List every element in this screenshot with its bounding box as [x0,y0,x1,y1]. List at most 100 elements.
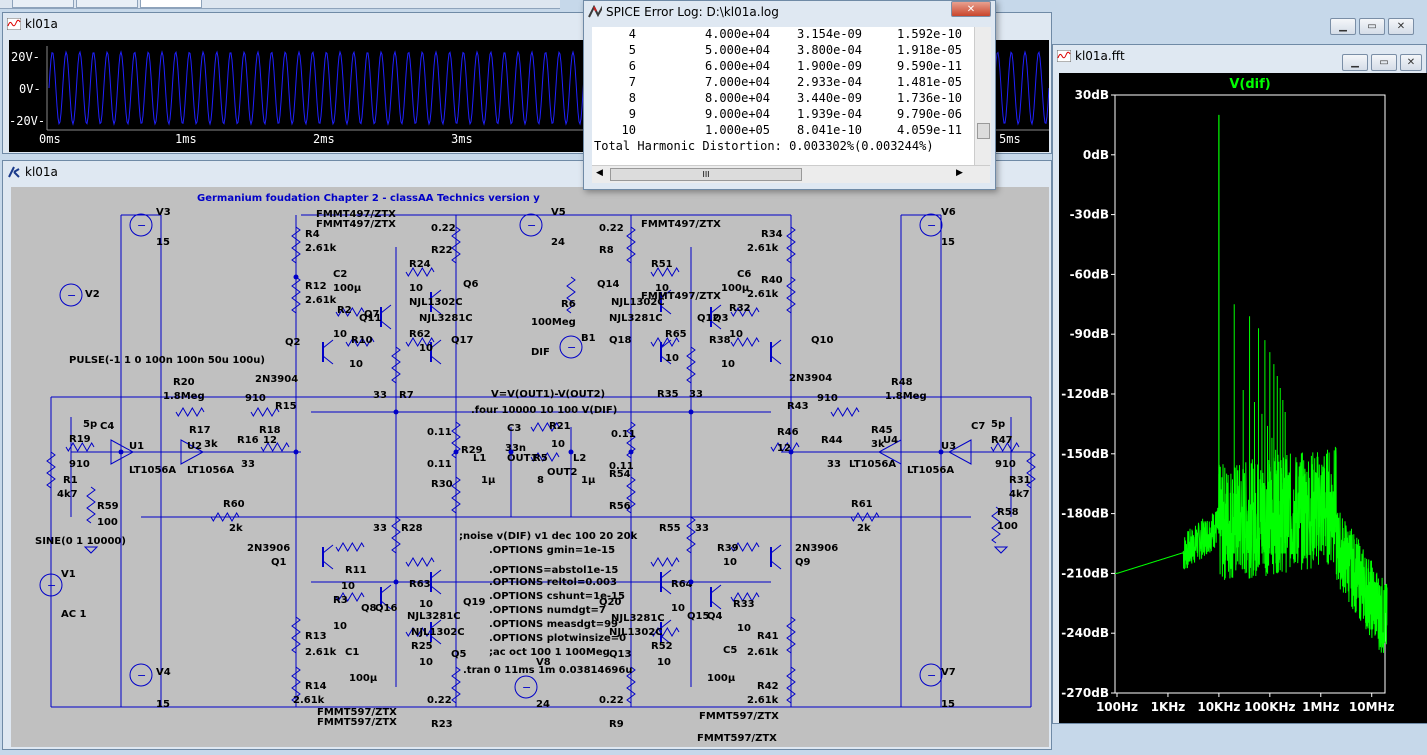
vertical-scrollbar[interactable] [974,27,991,165]
harmonic-number: 10 [621,123,636,137]
resistor-symbol [291,226,301,264]
label-r22: R22 [431,245,453,256]
label-r2v: 10 [333,329,347,340]
schematic-canvas[interactable]: Germanium foudation Chapter 2 - classAA … [11,187,1049,747]
resistor-symbol [650,267,680,277]
junction-dot [393,409,399,415]
label-v3: V3 [156,207,171,218]
close-button[interactable]: ✕ [951,1,991,17]
minimize-button[interactable]: ▁ [1342,54,1368,71]
label-q16: Q16 [375,603,397,614]
label-q13: Q13 [609,649,631,660]
harmonic-number: 4 [628,27,636,41]
tab-3[interactable]: kl01a [140,0,202,8]
label-r31v: 4k7 [1009,489,1030,500]
junction-dot [118,449,124,455]
fft-y-tick-label: -150dB [1061,447,1109,461]
label-r38: R38 [709,335,731,346]
label-r55v: 33 [695,523,709,534]
scroll-thumb[interactable] [977,123,990,139]
horizontal-scrollbar[interactable]: ◀ III ▶ [592,165,990,183]
label-r56: R56 [609,501,631,512]
label-q6: Q6 [463,279,479,290]
transistor-lead [322,544,334,554]
label-r59: R59 [97,501,119,512]
resistor-symbol [730,592,760,602]
schematic-titlebar[interactable]: kl01a [3,161,1051,183]
resistor-symbol [451,476,461,514]
label-r35: R35 [657,389,679,400]
fft-y-tick-label: -240dB [1061,626,1109,640]
fft-titlebar[interactable]: kl01a.fft [1053,45,1426,67]
transistor-lead [430,355,442,365]
source-sign: − [137,669,146,682]
resistor-symbol [626,226,636,264]
waveform-titlebar[interactable]: kl01a [3,13,1051,35]
label-v1: V1 [61,569,76,580]
label-r44: R44 [821,435,843,446]
label-out2: OUT2 [547,467,577,478]
transistor-lead [322,339,334,349]
resistor-symbol [291,666,301,704]
y-tick-neg20v: -20V- [9,114,46,128]
label-r58v: 100 [997,521,1018,532]
label-v4v: 15 [156,699,170,710]
label-r17v: 3k [204,439,218,450]
label-r52: R52 [651,641,673,652]
harmonic-number: 7 [628,75,636,89]
tab-1[interactable]: kl01a [12,0,74,8]
resistor-symbol [291,616,301,654]
label-r65v: 10 [665,353,679,364]
label-r40: R40 [761,275,783,286]
normalized-component: 4.059e-11 [896,123,962,137]
label-noise: ;noise v(DIF) v1 dec 100 20 20k [459,531,638,542]
scroll-right-arrow[interactable]: ▶ [956,168,963,178]
label-r55: R55 [659,523,681,534]
label-r15: R15 [275,401,297,412]
fourier-component: 2.933e-04 [796,75,862,89]
label-r22v: 0.22 [431,223,456,234]
source-sign: − [927,669,936,682]
frequency-value: 4.000e+04 [704,27,770,41]
label-r45v: 3k [871,439,885,450]
tab-2[interactable]: kl01a [76,0,138,8]
label-c2: C2 [333,269,347,280]
label-r47: R47 [991,435,1013,446]
label-r60: R60 [223,499,245,510]
error-log-window[interactable]: SPICE Error Log: D:\kl01a.log ✕ 4 4.000e+… [583,0,996,190]
frequency-value: 8.000e+04 [704,91,770,105]
junction-dot [628,449,634,455]
fft-app-icon [1057,49,1071,63]
scroll-left-arrow[interactable]: ◀ [596,168,603,178]
opamp-symbol [110,439,135,465]
label-r3v: 10 [333,621,347,632]
error-log-titlebar[interactable]: SPICE Error Log: D:\kl01a.log [584,1,995,23]
tab-label: kl01a [159,0,184,1]
resistor-symbol [730,337,760,347]
close-button[interactable]: ✕ [1388,18,1414,35]
h-scroll-thumb[interactable]: III [610,168,802,181]
fft-y-tick-label: 0dB [1083,148,1109,162]
label-tran: .tran 0 11ms 1m 0.03814696u [463,665,632,676]
schematic-window[interactable]: kl01a Germanium foudation Chapter 2 - cl… [2,160,1052,750]
label-r19v: 910 [69,459,90,470]
close-button[interactable]: ✕ [1400,54,1422,71]
transistor-lead [660,305,672,315]
label-r62v: 10 [419,343,433,354]
label-r41v: 2.61k [747,647,779,658]
frequency-value: 7.000e+04 [704,75,770,89]
restore-button[interactable]: ▭ [1359,18,1385,35]
transistor-lead [430,635,442,645]
label-r1v: 4k7 [57,489,78,500]
transistor-lead [660,585,672,595]
label-out1: OUT1 [507,453,537,464]
restore-button[interactable]: ▭ [1371,54,1397,71]
label-r43v: 910 [817,393,838,404]
minimize-button[interactable]: ▁ [1330,18,1356,35]
resistor-symbol [391,346,401,384]
label-opt7: .OPTIONS plotwinsize=0 [489,633,626,644]
